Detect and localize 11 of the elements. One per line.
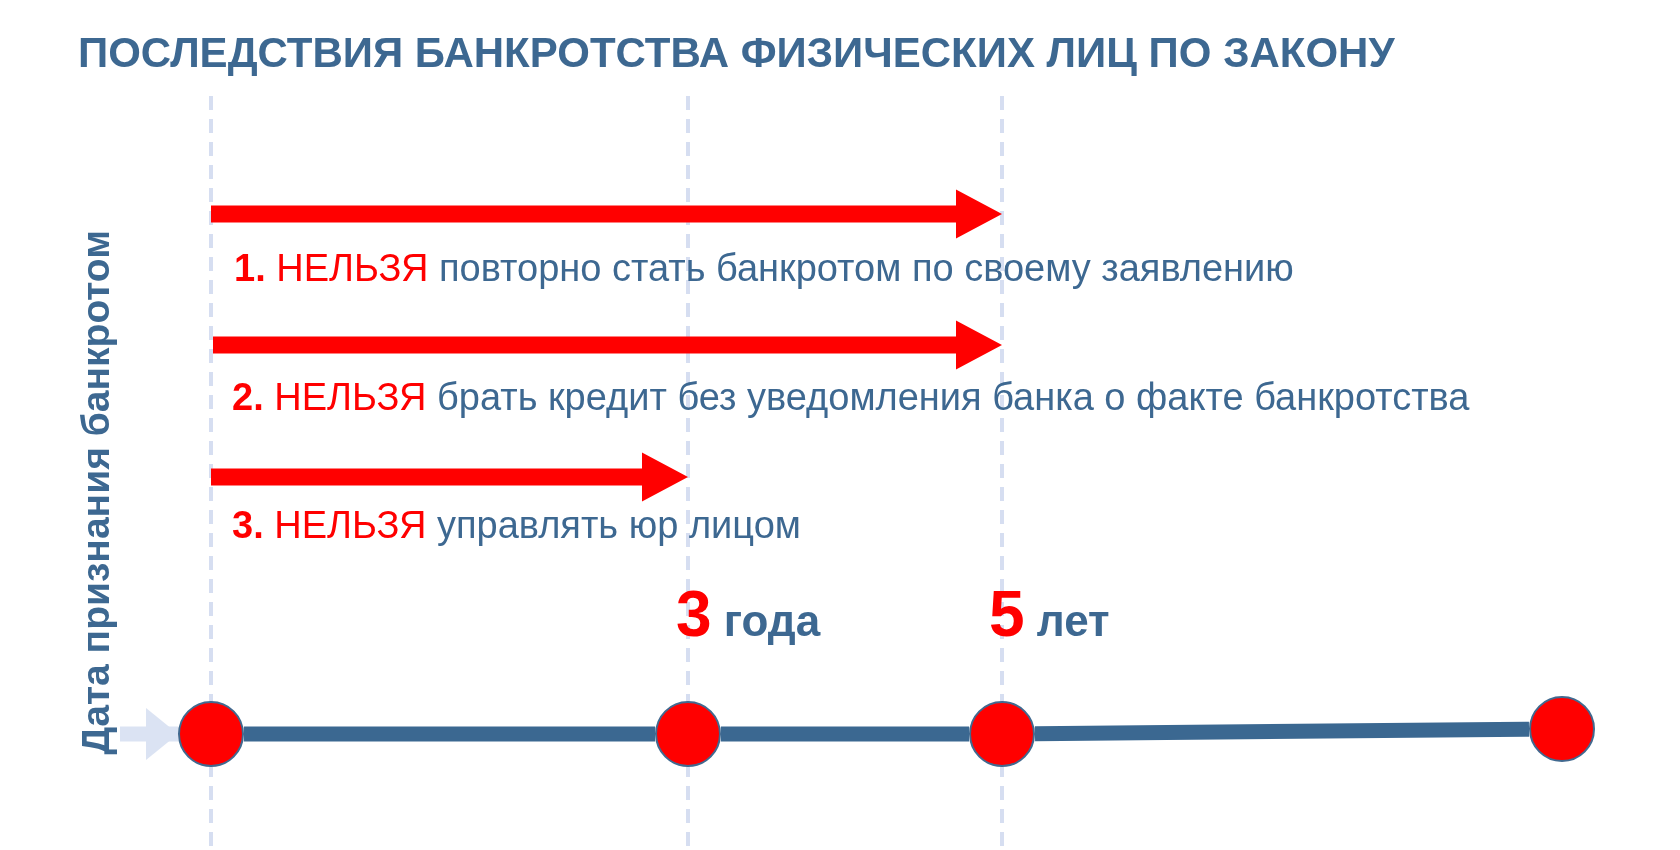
timeline-segment: [244, 726, 655, 742]
restriction-text: 1. НЕЛЬЗЯ повторно стать банкротом по своему заявлению: [234, 247, 1294, 291]
restriction-text: 3. НЕЛЬЗЯ управлять юр лицом: [232, 504, 801, 548]
timeline-segment: [721, 726, 969, 742]
period-label: 3 года: [676, 582, 821, 646]
arrow: [120, 708, 178, 760]
timeline-segment: [1034, 721, 1530, 742]
period-label: 5 лет: [989, 582, 1110, 646]
title: ПОСЛЕДСТВИЯ БАНКРОТСТВА ФИЗИЧЕСКИХ ЛИЦ ПО ЗАКОНУ: [78, 30, 1395, 77]
restriction-text: 2. НЕЛЬЗЯ брать кредит без уведомления банка о факте банкротства: [232, 376, 1470, 420]
date-caption: Дата признания банкротом: [76, 230, 115, 755]
